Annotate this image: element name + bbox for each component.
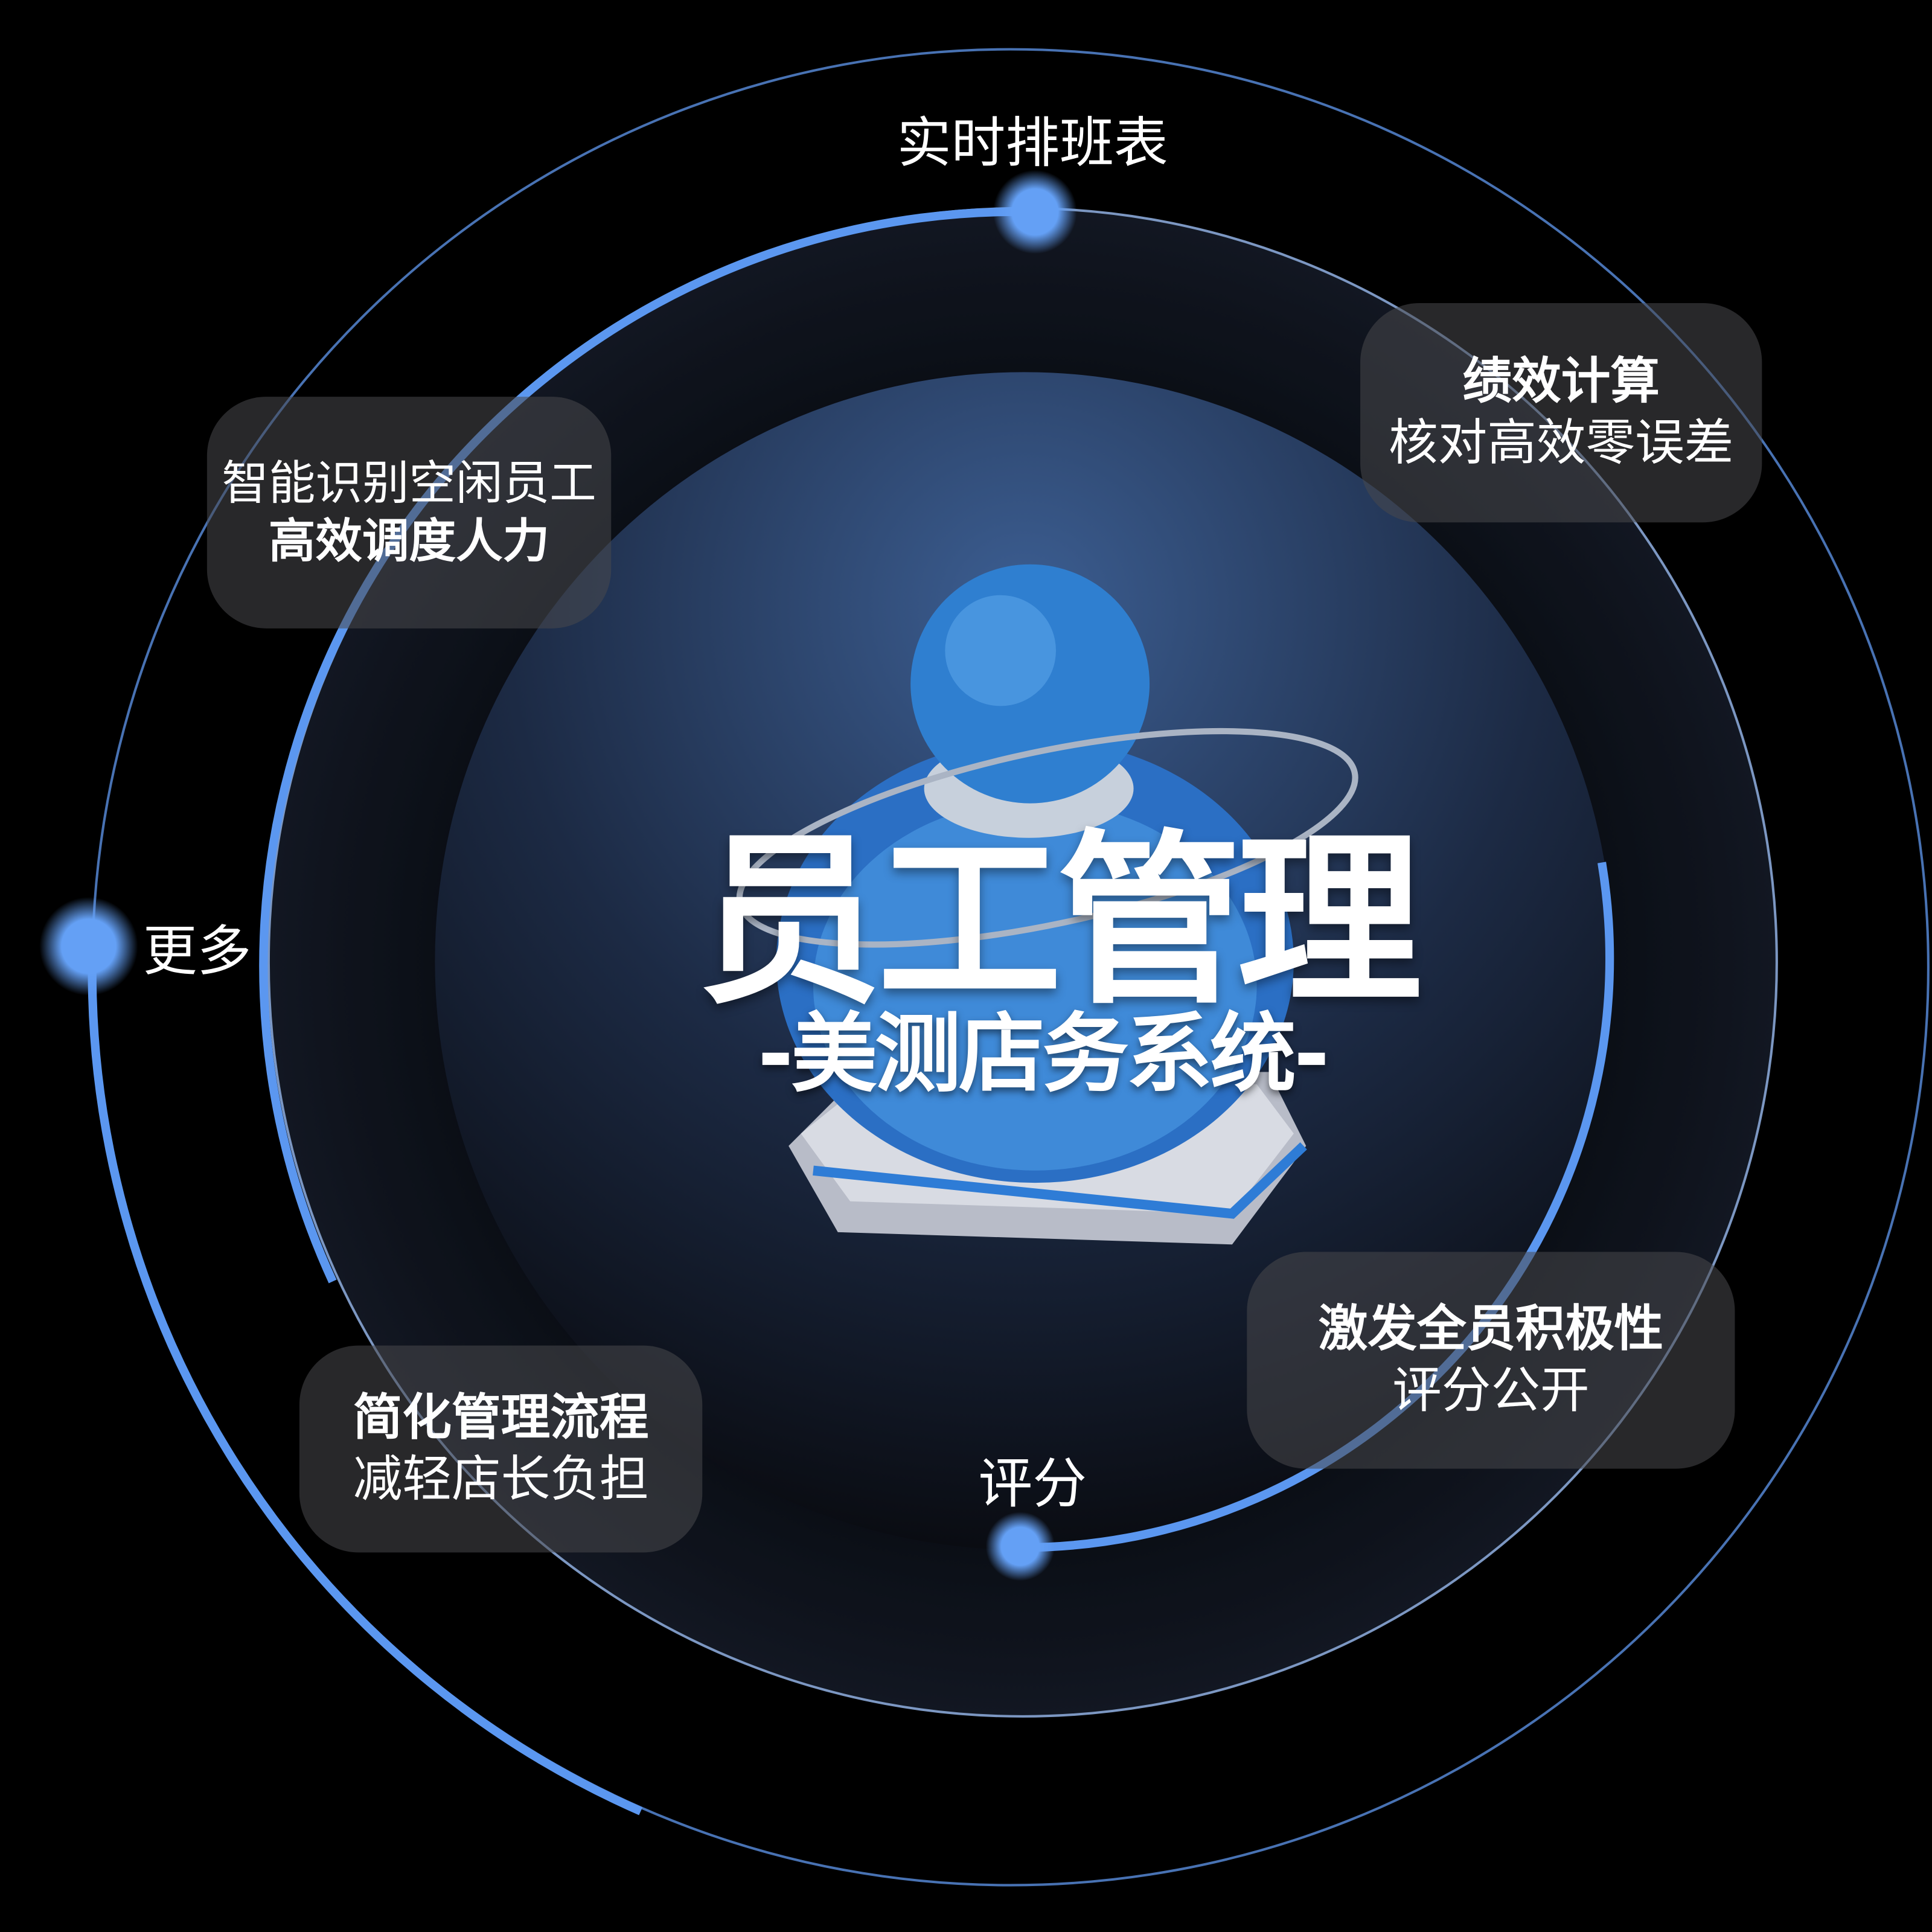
node-label-schedule[interactable]: 实时排班表 (897, 112, 1168, 175)
feature-card-idle-detection: 智能识别空闲员工 高效调度人力 (206, 397, 612, 629)
outer-blue-arc (88, 948, 643, 1815)
card-title: 绩效计算 (1462, 353, 1660, 411)
card-text: 智能识别空闲员工 (222, 455, 597, 510)
feature-card-motivation: 激发全员积极性 评分公开 (1247, 1252, 1735, 1469)
node-label-rating[interactable]: 评分 (978, 1453, 1087, 1516)
feature-card-simplify: 简化管理流程 减轻店长负担 (299, 1345, 703, 1553)
left-node-dot[interactable] (39, 897, 138, 996)
top-node-dot[interactable] (993, 170, 1077, 254)
employee-icon (736, 564, 1358, 1245)
card-text: 减轻店长负担 (353, 1451, 649, 1508)
card-title: 高效调度人力 (268, 514, 550, 568)
card-text: 评分公开 (1392, 1363, 1590, 1420)
center-subtitle: -美测店务系统- (757, 1003, 1329, 1105)
feature-card-performance: 绩效计算 核对高效零误差 (1360, 303, 1762, 523)
node-label-more[interactable]: 更多 (142, 920, 252, 984)
card-text: 核对高效零误差 (1388, 415, 1734, 472)
bottom-node-dot[interactable] (985, 1512, 1055, 1581)
center-title: 员工管理 (697, 814, 1422, 1030)
card-title: 简化管理流程 (353, 1390, 649, 1447)
card-title: 激发全员积极性 (1318, 1301, 1664, 1358)
